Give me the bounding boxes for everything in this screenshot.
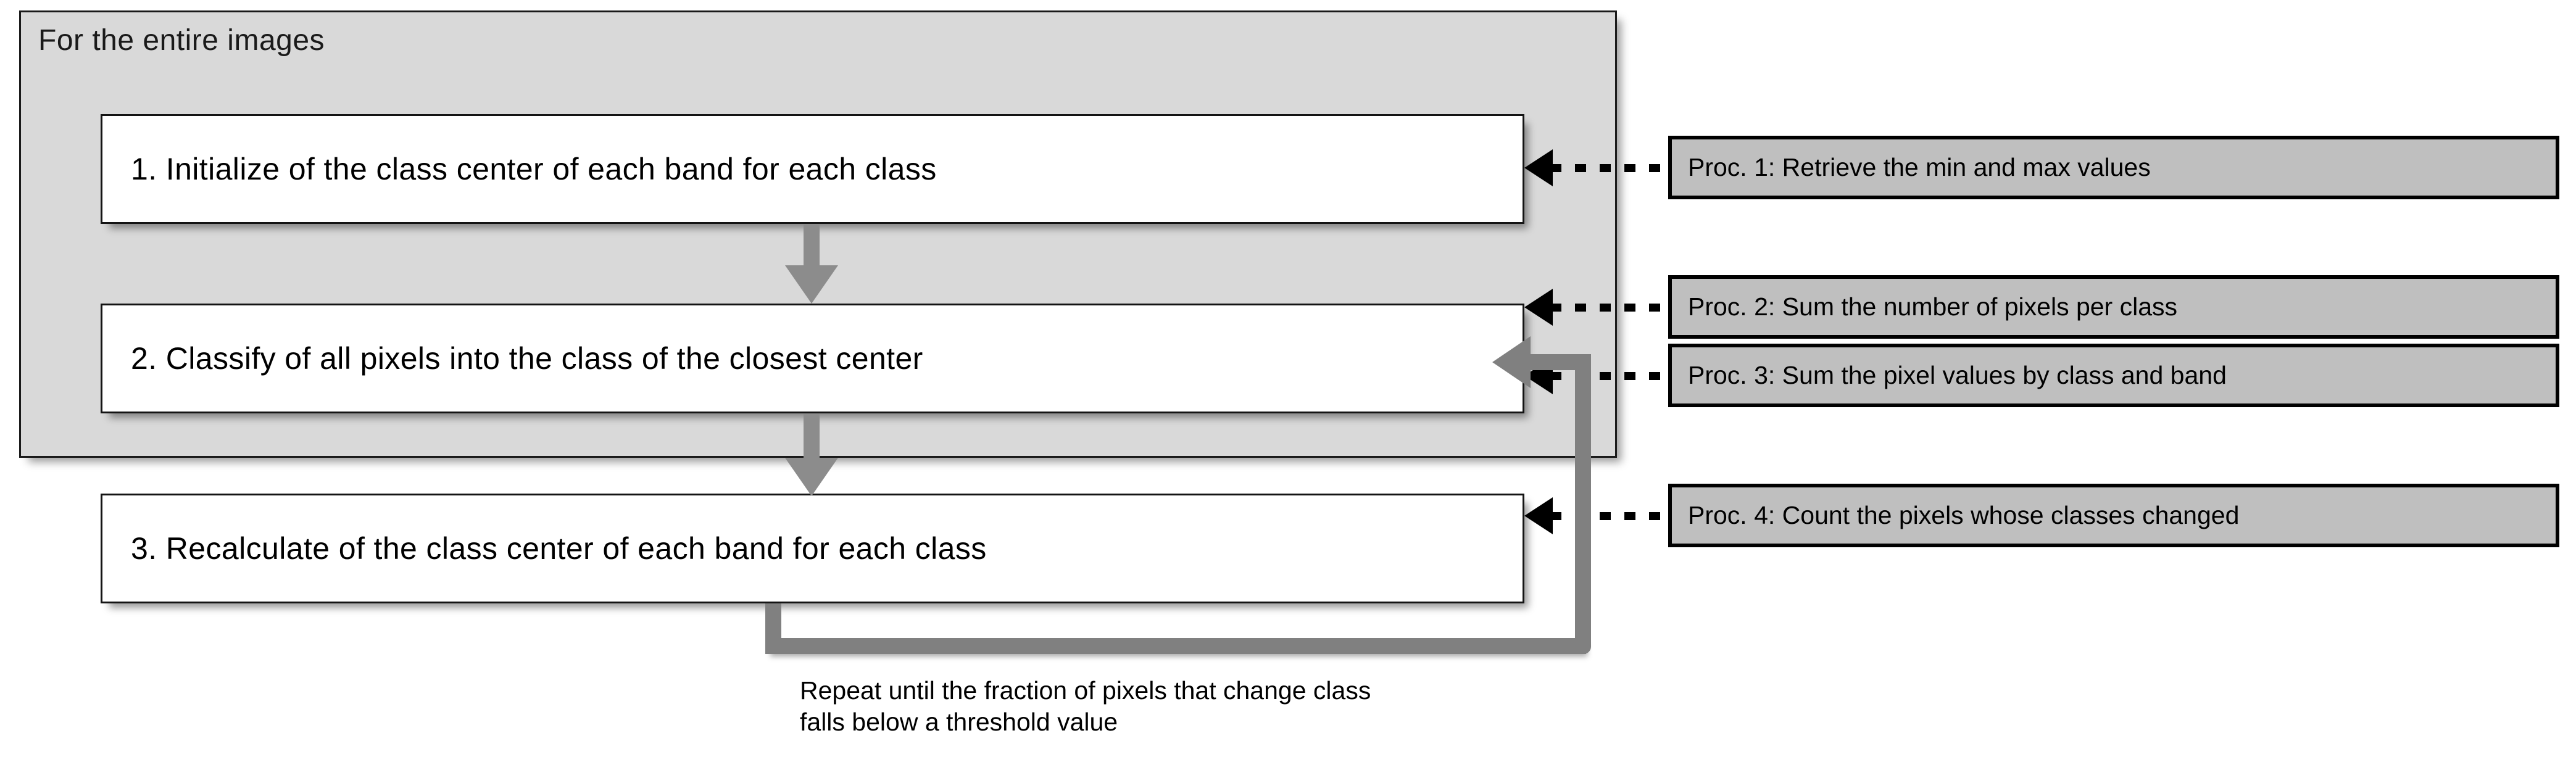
loop-segment-bottom-horizontal <box>765 638 1586 654</box>
arrowhead-left-icon-proc4 <box>1524 497 1553 534</box>
flow-arrow-step2-to-step3-shaft <box>804 413 820 461</box>
proc-box-4-label: Proc. 4: Count the pixels whose classes … <box>1688 501 2240 529</box>
dotted-connector-proc4 <box>1550 512 1671 520</box>
arrowhead-left-icon-proc1 <box>1524 149 1553 186</box>
arrowhead-left-icon-proc2 <box>1524 289 1553 326</box>
dotted-connector-proc1 <box>1550 164 1671 172</box>
group-title: For the entire images <box>38 24 325 57</box>
proc-box-1-label: Proc. 1: Retrieve the min and max values <box>1688 153 2151 181</box>
proc-box-3-label: Proc. 3: Sum the pixel values by class a… <box>1688 361 2227 389</box>
loop-segment-right-vertical <box>1575 370 1591 654</box>
step-box-recalculate-label: 3. Recalculate of the class center of ea… <box>131 531 987 566</box>
arrowhead-left-icon-loop <box>1492 336 1531 388</box>
proc-box-4[interactable]: Proc. 4: Count the pixels whose classes … <box>1668 484 2559 547</box>
arrowhead-down-icon-step1-to-step2 <box>785 265 838 304</box>
step-box-recalculate[interactable]: 3. Recalculate of the class center of ea… <box>101 494 1524 603</box>
dotted-connector-proc2 <box>1550 304 1671 312</box>
loop-caption: Repeat until the fraction of pixels that… <box>800 676 1371 736</box>
step-box-classify-label: 2. Classify of all pixels into the class… <box>131 341 923 376</box>
flow-arrow-step1-to-step2-shaft <box>804 224 820 268</box>
dotted-connector-proc3 <box>1550 372 1671 380</box>
proc-box-2[interactable]: Proc. 2: Sum the number of pixels per cl… <box>1668 275 2559 339</box>
arrowhead-down-icon-step2-to-step3 <box>785 458 838 496</box>
step-box-classify[interactable]: 2. Classify of all pixels into the class… <box>101 304 1524 413</box>
proc-box-2-label: Proc. 2: Sum the number of pixels per cl… <box>1688 292 2178 321</box>
loop-segment-top-horizontal <box>1531 354 1591 370</box>
proc-box-1[interactable]: Proc. 1: Retrieve the min and max values <box>1668 136 2559 199</box>
proc-box-3[interactable]: Proc. 3: Sum the pixel values by class a… <box>1668 344 2559 407</box>
step-box-initialize-label: 1. Initialize of the class center of eac… <box>131 152 937 186</box>
step-box-initialize[interactable]: 1. Initialize of the class center of eac… <box>101 114 1524 224</box>
